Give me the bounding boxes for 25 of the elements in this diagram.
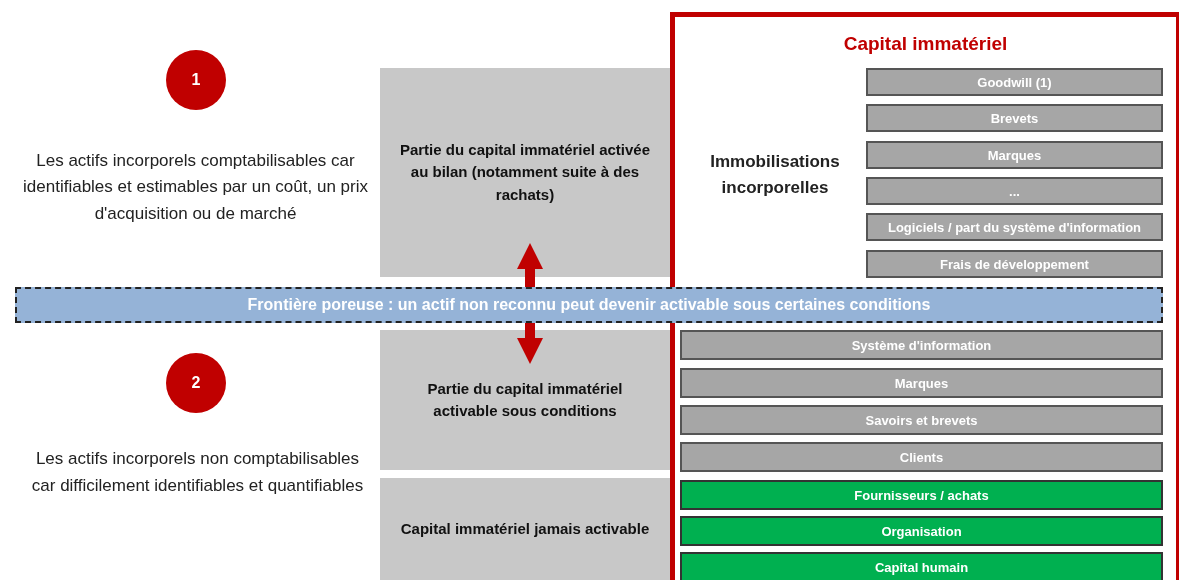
asset-box: Frais de développement: [866, 250, 1163, 278]
asset-box: Fournisseurs / achats: [680, 480, 1163, 510]
asset-box: Organisation: [680, 516, 1163, 546]
category-band: Partie du capital immatériel activable sous conditions: [380, 330, 670, 470]
boundary-banner: Frontière poreuse : un actif non reconnu peut devenir activable sous certaines conditions: [15, 287, 1163, 323]
category-band: Capital immatériel jamais activable: [380, 478, 670, 580]
asset-box: Brevets: [866, 104, 1163, 132]
category-band: Partie du capital immatériel activée au bilan (notamment suite à des rachats): [380, 68, 670, 277]
number-badge: 2: [166, 353, 226, 413]
asset-box: Capital humain: [680, 552, 1163, 580]
description-text: Les actifs incorporels non comptabilisables car difficilement identifiables et quantifiables: [30, 448, 365, 497]
description-text: Les actifs incorporels comptabilisables car identifiables et estimables par un coût, un prix d'acquisition ou de marché: [22, 150, 369, 225]
asset-box: ...: [866, 177, 1163, 205]
asset-box: Logiciels / part du système d'information: [866, 213, 1163, 241]
asset-box: Savoirs et brevets: [680, 405, 1163, 435]
group-label: Immobilisations incorporelles: [709, 150, 841, 199]
number-badge: 1: [166, 50, 226, 110]
arrow: [517, 243, 543, 287]
asset-box: Marques: [866, 141, 1163, 169]
asset-box: Marques: [680, 368, 1163, 398]
asset-box: Clients: [680, 442, 1163, 472]
arrow: [517, 323, 543, 364]
asset-box: Goodwill (1): [866, 68, 1163, 96]
panel-title: Capital immatériel: [842, 33, 1009, 55]
asset-box: Système d'information: [680, 330, 1163, 360]
